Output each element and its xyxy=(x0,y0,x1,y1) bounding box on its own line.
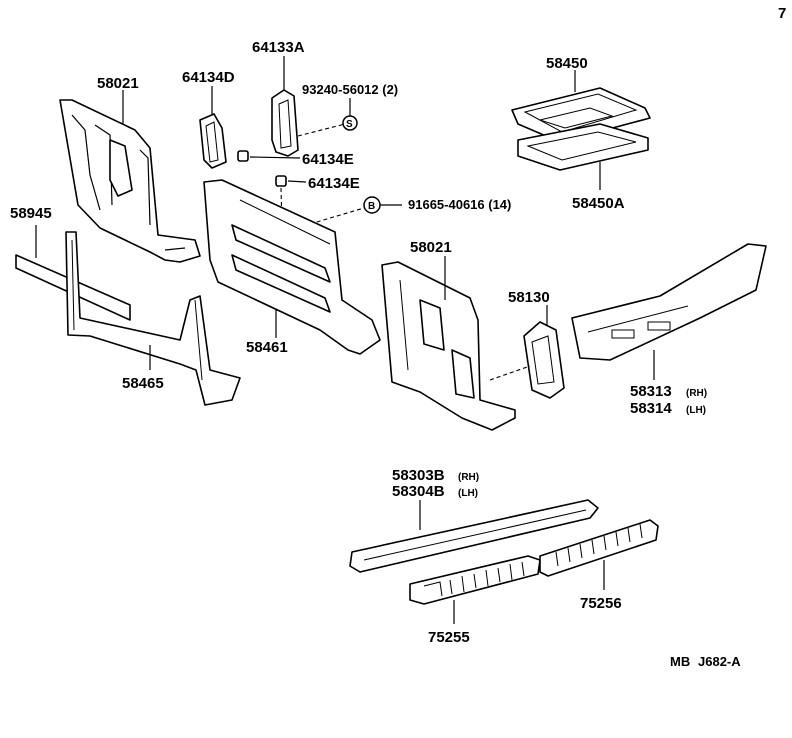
label-58313-side: (RH) xyxy=(686,388,707,399)
part-58130 xyxy=(489,305,565,399)
label-58313: 58313 xyxy=(630,383,672,400)
label-64134E-a: 64134E xyxy=(302,151,354,168)
part-58450A xyxy=(517,123,649,190)
part-58021-right xyxy=(381,256,516,431)
label-58314-side: (LH) xyxy=(686,405,706,416)
label-91665: 91665-40616 (14) xyxy=(408,197,511,212)
marker-b: B xyxy=(368,201,375,212)
corner-mark: 7 xyxy=(778,5,786,22)
label-58130: 58130 xyxy=(508,289,550,306)
label-58314: 58314 xyxy=(630,400,672,417)
part-58313 xyxy=(571,243,767,380)
part-75256 xyxy=(539,519,659,590)
part-58465 xyxy=(65,231,241,406)
footer-prefix: MB xyxy=(670,654,690,669)
part-58450 xyxy=(511,70,651,143)
label-58021-b: 58021 xyxy=(410,239,452,256)
plug-64134E-b xyxy=(275,175,307,229)
part-64134D xyxy=(199,86,227,169)
plug-64134E-a xyxy=(237,150,301,162)
label-58304B: 58304B xyxy=(392,483,445,500)
clip-91665: B xyxy=(309,196,402,225)
label-64134D: 64134D xyxy=(182,69,235,86)
label-58450A: 58450A xyxy=(572,195,625,212)
label-93240: 93240-56012 (2) xyxy=(302,82,398,97)
part-58303B xyxy=(349,499,599,573)
label-64133A: 64133A xyxy=(252,39,305,56)
part-75255 xyxy=(409,555,541,624)
label-58303B-side: (RH) xyxy=(458,472,479,483)
part-64133A xyxy=(271,56,299,157)
footer-code: J682-A xyxy=(698,654,741,669)
clip-93240: S xyxy=(297,98,358,137)
marker-s: S xyxy=(346,119,353,130)
label-75255: 75255 xyxy=(428,629,470,646)
label-58461: 58461 xyxy=(246,339,288,356)
part-58461 xyxy=(203,179,381,355)
part-58021-left xyxy=(59,90,201,263)
label-58450: 58450 xyxy=(546,55,588,72)
label-58303B: 58303B xyxy=(392,467,445,484)
label-58021-a: 58021 xyxy=(97,75,139,92)
label-58465: 58465 xyxy=(122,375,164,392)
label-64134E-b: 64134E xyxy=(308,175,360,192)
label-58304B-side: (LH) xyxy=(458,488,478,499)
label-75256: 75256 xyxy=(580,595,622,612)
label-58945: 58945 xyxy=(10,205,52,222)
